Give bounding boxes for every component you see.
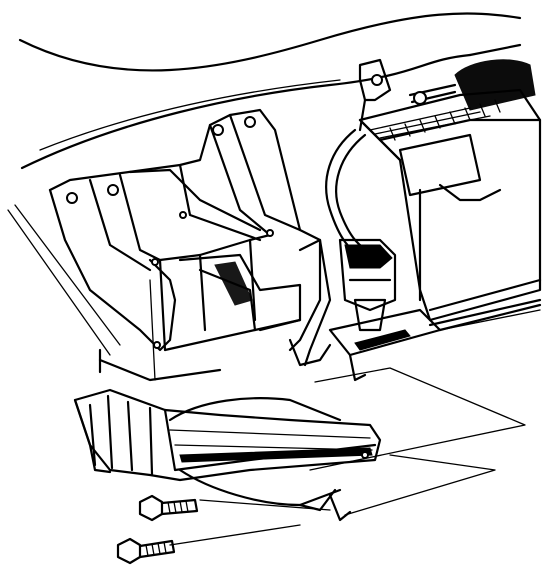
vacuum-hose: [325, 128, 397, 332]
bracket-hole: [244, 116, 256, 128]
air-duct: [73, 388, 382, 522]
center-support: [178, 238, 332, 367]
bracket-hole: [212, 124, 224, 136]
bracket-hole: [266, 229, 274, 237]
bracket-hole: [153, 341, 161, 349]
bracket-hole: [66, 192, 78, 204]
bolt: [138, 494, 199, 522]
leader-lines: [169, 367, 526, 546]
bracket-hole: [107, 184, 119, 196]
hvac-module: [358, 59, 542, 331]
valve-fitting: [413, 91, 427, 105]
bolt: [116, 537, 176, 565]
mounting-rail: [328, 303, 542, 382]
left-frame-lines: [7, 204, 121, 374]
cowl-outline: [18, 12, 522, 170]
mounting-tab: [358, 58, 392, 132]
tab-hole: [371, 74, 383, 86]
bracket-hole: [151, 258, 159, 266]
instrument-panel-bracket: [48, 108, 322, 382]
bracket-hole: [179, 211, 187, 219]
duct-hole: [361, 451, 369, 459]
